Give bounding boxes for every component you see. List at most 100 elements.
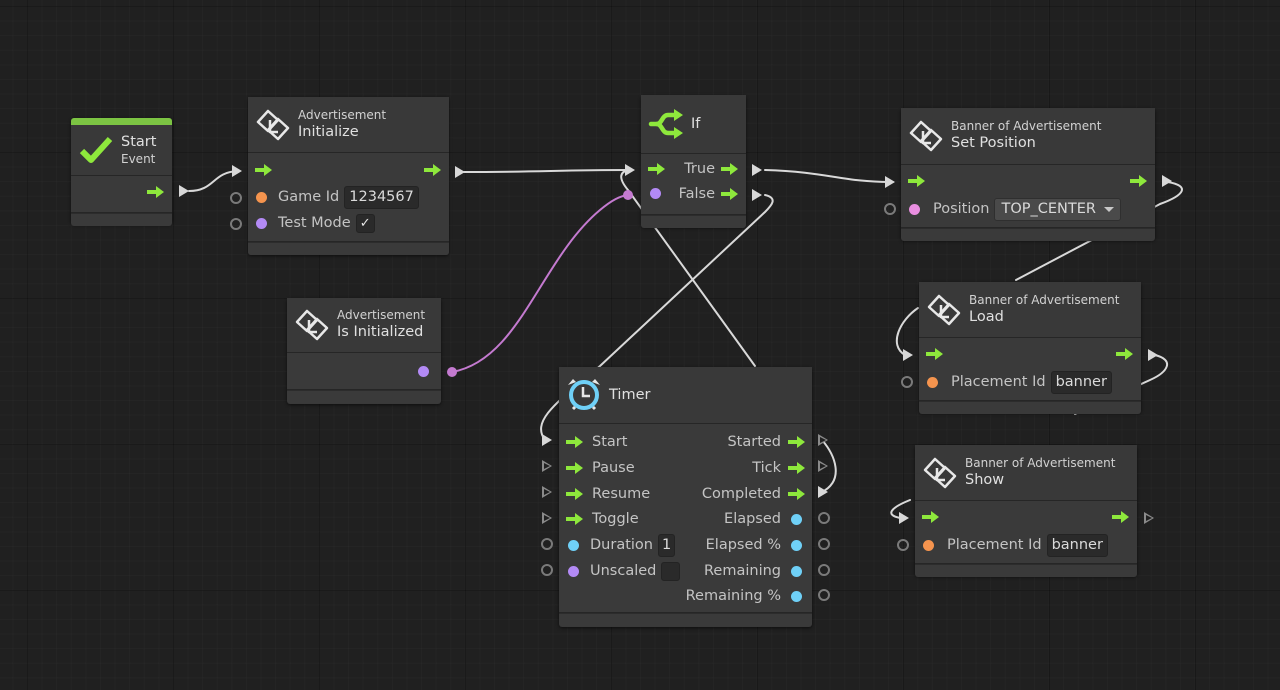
input-duration: Duration 1 xyxy=(568,533,676,557)
input-label: Unscaled xyxy=(590,563,657,579)
flow-in-arrow-icon xyxy=(566,436,583,448)
banner-load-node[interactable]: Banner of Advertisement Load Placement I… xyxy=(919,282,1141,414)
show-flow-in-port[interactable] xyxy=(899,512,909,524)
advertisement-is-initialized-node[interactable]: Advertisement Is Initialized xyxy=(287,298,441,404)
advertisement-icon xyxy=(915,451,965,495)
timer-started-out-port[interactable] xyxy=(818,434,828,446)
position-dropdown[interactable]: TOP_CENTER xyxy=(994,197,1121,221)
placement-id-field[interactable]: banner xyxy=(1046,533,1108,557)
position-input-port[interactable] xyxy=(884,203,896,215)
timer-node[interactable]: Timer Start Pause Resume Toggle Duration… xyxy=(559,367,812,627)
timer-pause-in-port[interactable] xyxy=(542,460,552,472)
advertisement-icon xyxy=(919,288,969,332)
output-label: Elapsed % xyxy=(705,537,781,553)
node-subtitle: Banner of Advertisement xyxy=(969,292,1120,307)
test-mode-input-port[interactable] xyxy=(230,218,242,230)
output-remaining-percent: Remaining % xyxy=(686,584,802,608)
output-label: Remaining xyxy=(704,563,781,579)
output-label: Elapsed xyxy=(724,511,781,527)
flow-in-arrow-icon xyxy=(648,163,665,175)
input-label: Resume xyxy=(592,486,651,502)
node-title: If xyxy=(691,116,701,132)
output-true: True xyxy=(684,157,738,181)
flow-out-arrow-icon xyxy=(788,436,805,448)
game-id-input-port[interactable] xyxy=(230,192,242,204)
flow-in-arrow-icon xyxy=(922,511,939,523)
input-label: Game Id xyxy=(278,189,340,205)
float-type-dot xyxy=(791,590,802,602)
flow-in-arrow-icon xyxy=(908,175,925,187)
flow-input-pause: Pause xyxy=(566,456,635,480)
set-position-flow-out-port[interactable] xyxy=(1162,175,1172,187)
output-label: Completed xyxy=(701,486,781,502)
if-node[interactable]: If True False xyxy=(641,95,746,228)
string-type-dot xyxy=(923,539,934,551)
timer-unscaled-in-port[interactable] xyxy=(541,564,553,576)
input-label: Position xyxy=(933,201,990,217)
timer-remaining-percent-out-port[interactable] xyxy=(818,589,830,601)
flow-in-arrow-icon xyxy=(566,513,583,525)
alarm-clock-icon xyxy=(559,373,609,417)
bool-wire-end-dot xyxy=(623,190,633,200)
banner-show-node[interactable]: Banner of Advertisement Show Placement I… xyxy=(915,445,1137,577)
input-game-id: Game Id 1234567 xyxy=(256,185,419,209)
banner-set-position-node[interactable]: Banner of Advertisement Set Position Pos… xyxy=(901,108,1155,241)
flow-output-started: Started xyxy=(727,430,805,454)
wire-initialize-to-if[interactable] xyxy=(463,169,629,173)
timer-resume-in-port[interactable] xyxy=(542,486,552,498)
advertisement-initialize-node[interactable]: Advertisement Initialize Game Id 1234567… xyxy=(248,97,449,255)
timer-tick-out-port[interactable] xyxy=(818,460,828,472)
if-false-out-port[interactable] xyxy=(752,189,762,201)
timer-start-in-port[interactable] xyxy=(542,434,552,446)
input-position: Position TOP_CENTER xyxy=(909,197,1121,221)
flow-out-arrow-icon xyxy=(721,163,738,175)
if-true-out-port[interactable] xyxy=(752,164,762,176)
bool-output-dot xyxy=(418,366,429,377)
load-flow-in-port[interactable] xyxy=(903,349,913,361)
input-label: Pause xyxy=(592,460,635,476)
input-label: Placement Id xyxy=(947,537,1042,553)
node-title: Set Position xyxy=(951,135,1036,152)
duration-field[interactable]: 1 xyxy=(657,533,676,557)
unscaled-checkbox[interactable] xyxy=(661,561,681,581)
timer-elapsed-out-port[interactable] xyxy=(818,512,830,524)
output-label: Tick xyxy=(752,460,781,476)
initialize-flow-out-port[interactable] xyxy=(455,166,465,178)
timer-elapsed-percent-out-port[interactable] xyxy=(818,538,830,550)
test-mode-checkbox[interactable]: ✓ xyxy=(355,213,375,233)
condition-bool-dot xyxy=(650,188,661,199)
load-flow-out-port[interactable] xyxy=(1148,349,1158,361)
output-remaining: Remaining xyxy=(704,559,802,583)
flow-out-arrow-icon xyxy=(1130,175,1147,187)
advertisement-icon xyxy=(901,114,951,158)
flow-input-toggle: Toggle xyxy=(566,507,639,531)
bool-type-dot xyxy=(568,565,579,577)
show-flow-out-port[interactable] xyxy=(1144,512,1154,524)
node-subtitle: Banner of Advertisement xyxy=(965,455,1116,470)
initialize-flow-in-port[interactable] xyxy=(232,165,242,177)
show-placement-id-input-port[interactable] xyxy=(897,539,909,551)
if-flow-in-port[interactable] xyxy=(625,164,635,176)
load-placement-id-input-port[interactable] xyxy=(901,376,913,388)
wire-start-to-initialize[interactable] xyxy=(188,170,239,192)
node-title: Initialize xyxy=(298,123,359,140)
input-label: Duration xyxy=(590,537,653,553)
timer-toggle-in-port[interactable] xyxy=(542,512,552,524)
flow-output-tick: Tick xyxy=(752,456,805,480)
flow-in-arrow-icon xyxy=(255,164,272,176)
node-title: Start xyxy=(121,134,157,151)
set-position-flow-in-port[interactable] xyxy=(885,176,895,188)
wire-is-initialized-to-if-false[interactable] xyxy=(451,194,629,373)
flow-in-arrow-icon xyxy=(926,348,943,360)
start-flow-out-port[interactable] xyxy=(179,185,189,197)
timer-completed-out-port[interactable] xyxy=(818,486,828,498)
wire-if-true-to-set-position[interactable] xyxy=(764,169,894,183)
start-event-node[interactable]: Start Event xyxy=(71,118,172,226)
timer-duration-in-port[interactable] xyxy=(541,538,553,550)
placement-id-field[interactable]: banner xyxy=(1050,370,1112,394)
advertisement-icon xyxy=(287,303,337,347)
output-elapsed-percent: Elapsed % xyxy=(706,533,802,557)
flow-out-arrow-icon xyxy=(147,186,164,198)
timer-remaining-out-port[interactable] xyxy=(818,564,830,576)
game-id-field[interactable]: 1234567 xyxy=(344,185,419,209)
